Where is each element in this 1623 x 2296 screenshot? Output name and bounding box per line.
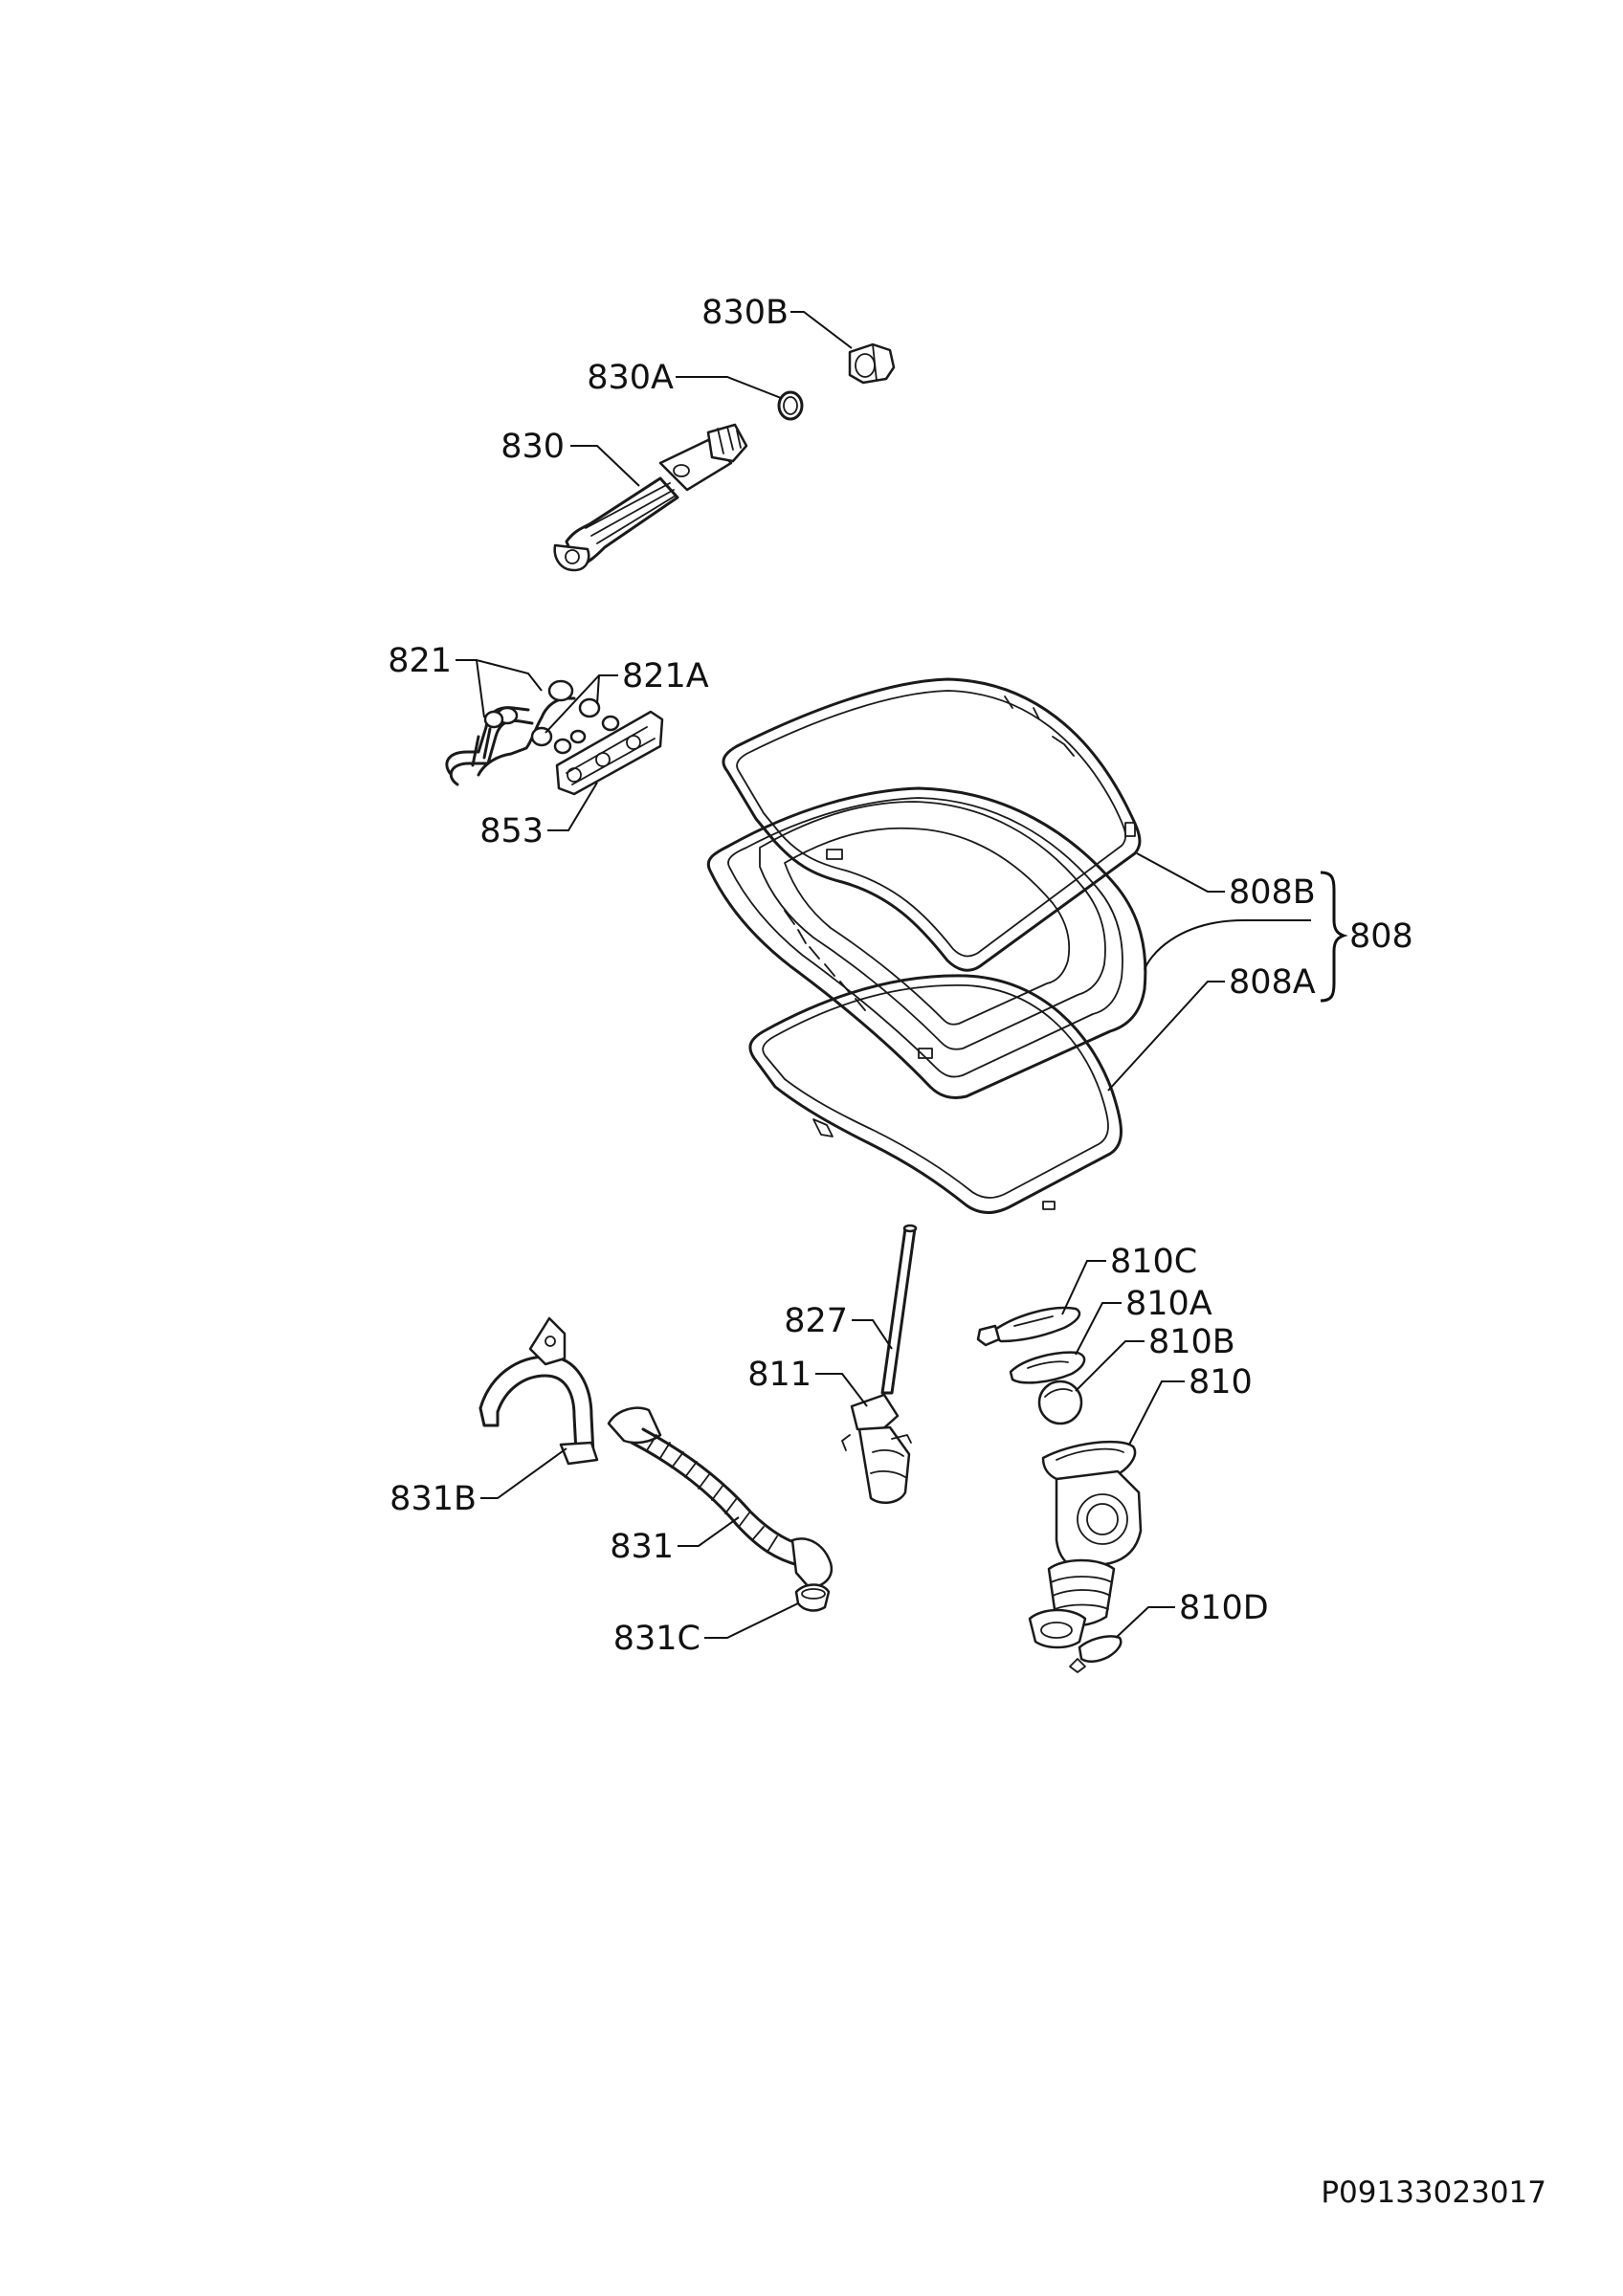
callout-808: 808 <box>1349 917 1413 956</box>
callout-810B: 810B <box>1148 1323 1235 1361</box>
leader-811 <box>815 1373 868 1407</box>
part-827-rod <box>880 1224 918 1395</box>
callout-830B: 830B <box>701 294 789 332</box>
part-853-bracket <box>553 710 664 796</box>
leader-853 <box>547 782 598 831</box>
leader-810 <box>1128 1380 1185 1446</box>
part-808A-gasket <box>748 974 1123 1214</box>
callout-821: 821 <box>388 642 452 680</box>
leader-831C <box>704 1602 799 1639</box>
leader-810D <box>1115 1606 1175 1639</box>
part-830-inlet-hose <box>553 423 748 572</box>
callout-831B: 831B <box>389 1480 477 1518</box>
part-831-drain-hose <box>607 1406 834 1590</box>
leader-808B <box>1136 852 1225 893</box>
callout-831C: 831C <box>613 1620 700 1658</box>
callout-853: 853 <box>479 812 544 850</box>
callout-830: 830 <box>500 428 565 466</box>
leader-821A <box>545 674 618 734</box>
leader-810B <box>1075 1340 1145 1392</box>
leader-827 <box>852 1319 893 1350</box>
leader-810A <box>1075 1302 1122 1356</box>
part-830B-nut <box>848 342 896 385</box>
part-831B-hose-guide <box>478 1316 599 1466</box>
callout-808B: 808B <box>1229 873 1316 912</box>
leader-830A <box>676 376 782 399</box>
leader-830 <box>570 445 640 487</box>
leader-808-ring <box>1144 919 1311 971</box>
part-810B-ball <box>1037 1380 1083 1425</box>
callout-810A: 810A <box>1125 1285 1212 1323</box>
callout-831: 831 <box>610 1528 674 1566</box>
callout-808A: 808A <box>1229 963 1316 1002</box>
part-810A-gasket <box>1009 1351 1086 1384</box>
callout-821A: 821A <box>622 657 709 695</box>
part-810-sump <box>1028 1440 1143 1649</box>
callout-810C: 810C <box>1110 1243 1197 1281</box>
leader-808A <box>1107 981 1225 1092</box>
part-830A-washer <box>777 390 804 421</box>
leader-830B <box>790 311 853 349</box>
drawing-code: P09133023017 <box>1321 2175 1546 2210</box>
callout-810D: 810D <box>1179 1589 1269 1627</box>
callout-811: 811 <box>747 1356 812 1394</box>
leader-821 <box>456 659 543 718</box>
leader-810C <box>1061 1260 1106 1315</box>
part-811-pressure-switch <box>841 1393 912 1505</box>
brace-808 <box>1320 871 1348 1003</box>
part-810C-clip <box>976 1306 1081 1347</box>
callout-810: 810 <box>1189 1363 1253 1402</box>
leader-831 <box>678 1516 740 1547</box>
part-808-door-ring <box>706 786 1147 1100</box>
callout-830A: 830A <box>587 359 674 397</box>
part-821-hose <box>445 679 576 786</box>
part-831C-clamp <box>794 1583 831 1612</box>
part-810D-clamp <box>1069 1635 1123 1673</box>
leader-831B <box>480 1447 567 1499</box>
part-808B-frame <box>722 677 1142 972</box>
callout-827: 827 <box>784 1302 848 1340</box>
